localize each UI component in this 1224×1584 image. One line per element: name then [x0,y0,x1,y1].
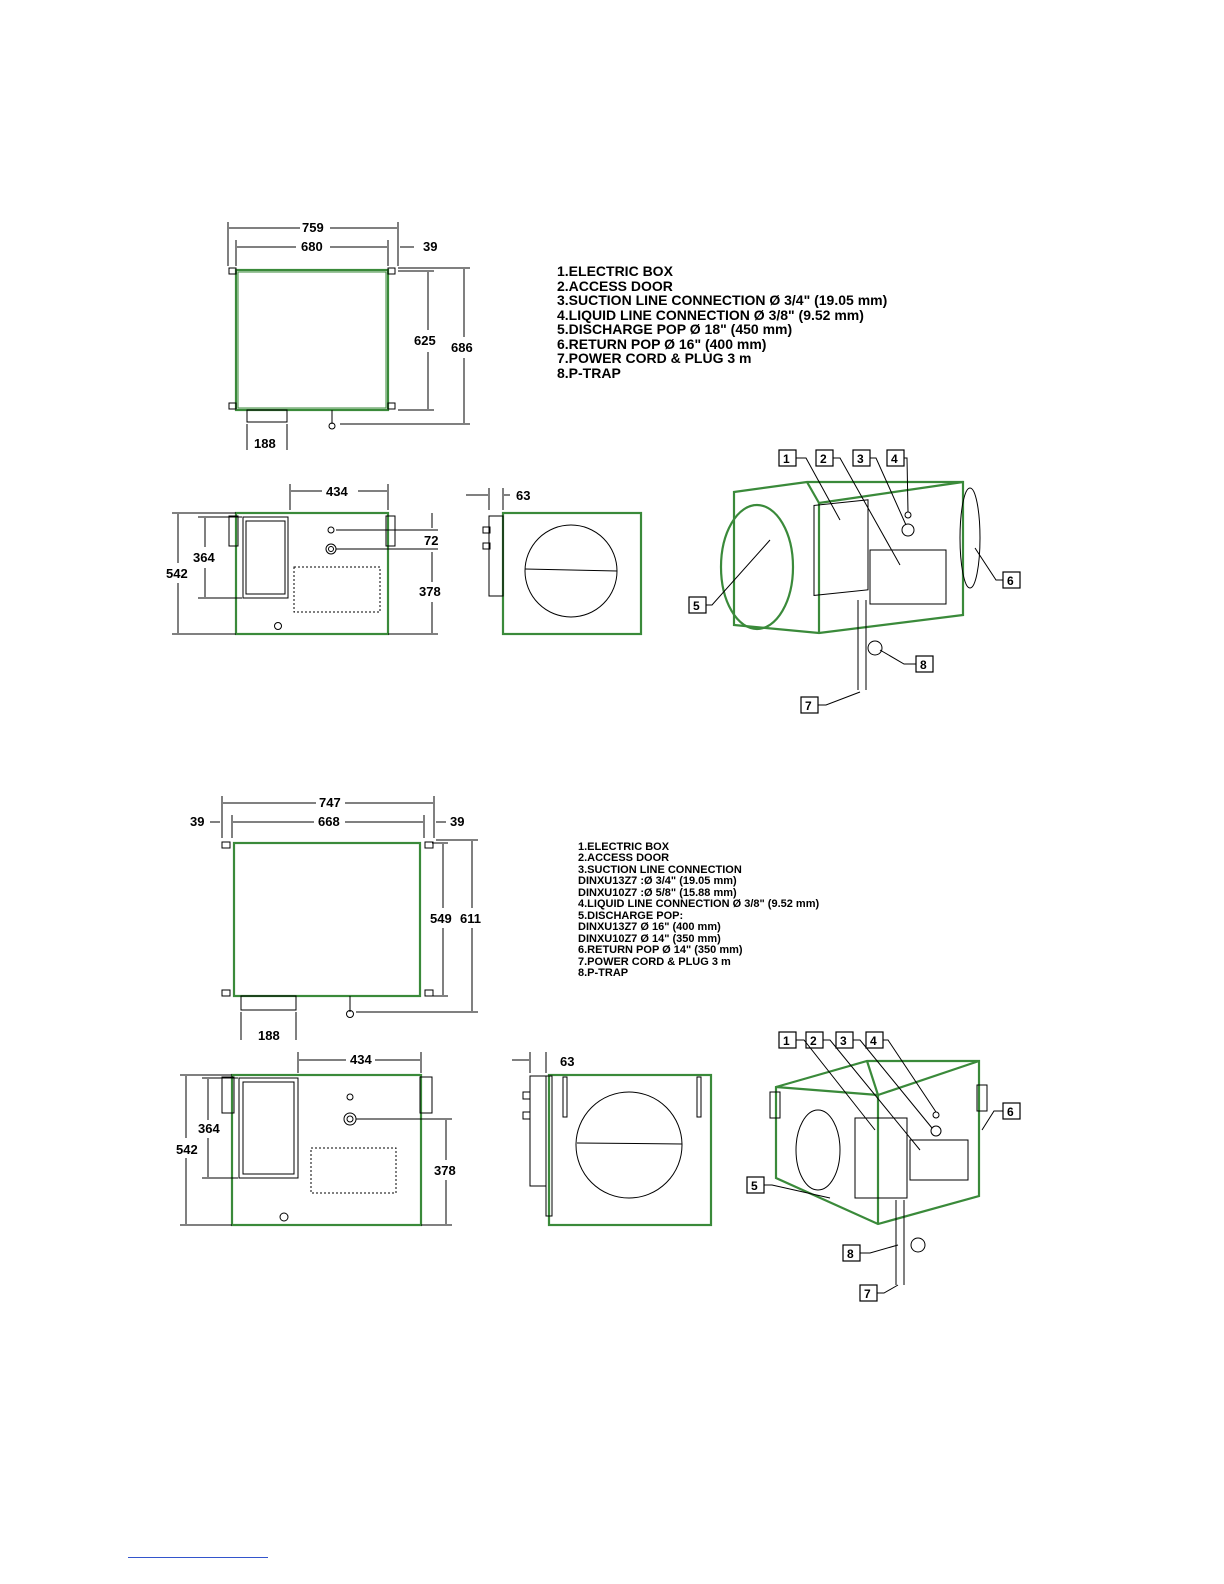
dim-front-height-total: 542 [166,566,188,581]
dim-front-d1: 72 [424,533,438,548]
callout-7: 7 [805,699,812,713]
dim-height-inner: 625 [414,333,436,348]
dim-height-total: 686 [451,340,473,355]
bottom-unit-side-view: 63 [512,1052,713,1227]
bottom-unit-legend: 1.ELECTRIC BOX 2.ACCESS DOOR 3.SUCTION L… [578,841,819,979]
dim-width-inner-b: 668 [318,814,340,829]
dim-offset-left-b: 39 [190,814,204,829]
dim-width-total: 759 [302,220,324,235]
callout-5: 5 [693,599,700,613]
top-unit: 759 680 39 625 686 188 [166,220,1021,714]
top-unit-side-view: 63 [466,488,643,636]
callout-b-6: 6 [1007,1105,1014,1119]
dim-side-depth-b: 63 [560,1054,574,1069]
bottom-unit-front-view: 434 542 364 378 [176,1052,456,1227]
legend-b-item-4: 4.LIQUID LINE CONNECTION Ø 3/8" (9.52 mm… [578,898,819,910]
dim-front-box-height-b: 364 [198,1121,220,1136]
legend-b-item-3: 3.SUCTION LINE CONNECTION [578,864,742,876]
legend-b-item-3b: DINXU10Z7 :Ø 5/8" (15.88 mm) [578,887,737,899]
callout-1: 1 [783,452,790,466]
callout-b-1: 1 [783,1034,790,1048]
dim-height-total-b: 611 [460,911,481,926]
bottom-unit-top-view: 747 668 39 39 549 611 [190,795,481,1043]
callout-b-5: 5 [751,1179,758,1193]
callout-2: 2 [820,452,827,466]
dim-offset-right-b: 39 [450,814,464,829]
legend-b-item-5a: DINXU13Z7 Ø 16" (400 mm) [578,921,721,933]
legend-b-item-8: 8.P-TRAP [578,967,628,979]
dim-offset: 39 [423,239,437,254]
legend-b-item-6: 6.RETURN POP Ø 14" (350 mm) [578,944,743,956]
legend-item-8: 8.P-TRAP [557,365,621,381]
legend-item-5: 5.DISCHARGE POP Ø 18" (450 mm) [557,321,792,337]
callout-8: 8 [920,658,927,672]
top-unit-front-view: 434 542 364 72 378 [166,484,441,636]
callout-3: 3 [857,452,864,466]
legend-b-item-7: 7.POWER CORD & PLUG 3 m [578,956,731,968]
legend-b-item-5: 5.DISCHARGE POP: [578,910,683,922]
dim-width-total-b: 747 [319,795,341,810]
callout-4: 4 [891,452,898,466]
dim-side-depth: 63 [516,488,530,503]
bottom-unit: 747 668 39 39 549 611 [176,795,1021,1302]
callout-6: 6 [1007,574,1014,588]
dim-front-d2-b: 378 [434,1163,456,1178]
legend-b-item-3a: DINXU13Z7 :Ø 3/4" (19.05 mm) [578,875,737,887]
dim-box-width-b: 188 [258,1028,280,1043]
callout-b-7: 7 [864,1287,871,1301]
callout-b-4: 4 [870,1034,877,1048]
dim-front-width-b: 434 [350,1052,372,1067]
dim-front-height-total-b: 542 [176,1142,198,1157]
callout-b-2: 2 [810,1034,817,1048]
footnote-separator [128,1557,268,1558]
legend-item-2: 2.ACCESS DOOR [557,278,673,294]
legend-item-7: 7.POWER CORD & PLUG 3 m [557,350,751,366]
dim-box-width: 188 [254,436,276,451]
dim-front-width: 434 [326,484,348,499]
callout-b-8: 8 [847,1247,854,1261]
dim-front-box-height: 364 [193,550,215,565]
legend-item-1: 1.ELECTRIC BOX [557,263,674,279]
legend-item-4: 4.LIQUID LINE CONNECTION Ø 3/8" (9.52 mm… [557,307,864,323]
top-unit-top-view: 759 680 39 625 686 188 [227,220,473,451]
legend-item-6: 6.RETURN POP Ø 16" (400 mm) [557,336,766,352]
dim-front-d2: 378 [419,584,441,599]
dim-width-inner: 680 [301,239,323,254]
bottom-unit-isometric-view: 1 2 3 4 6 5 8 7 [746,1031,1021,1302]
dim-height-inner-b: 549 [430,911,452,926]
legend-item-3: 3.SUCTION LINE CONNECTION Ø 3/4" (19.05 … [557,292,887,308]
top-unit-isometric-view: 1 2 3 4 6 5 8 7 [688,449,1021,714]
legend-b-item-1: 1.ELECTRIC BOX [578,841,670,853]
legend-b-item-5b: DINXU10Z7 Ø 14" (350 mm) [578,933,721,945]
top-unit-legend: 1.ELECTRIC BOX 2.ACCESS DOOR 3.SUCTION L… [557,263,887,381]
callout-b-3: 3 [840,1034,847,1048]
legend-b-item-2: 2.ACCESS DOOR [578,852,669,864]
